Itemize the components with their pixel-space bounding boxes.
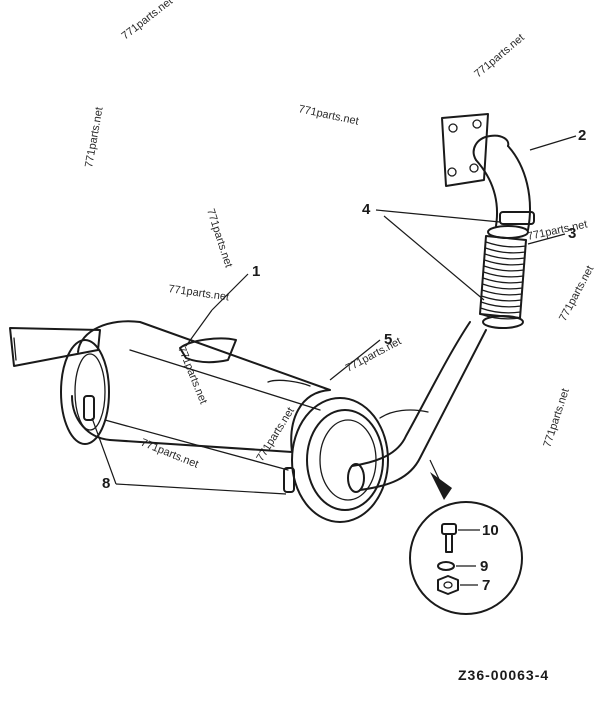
exhaust-flange bbox=[441, 113, 489, 187]
callout-10: 10 bbox=[482, 522, 499, 539]
bellows-rib bbox=[480, 301, 522, 308]
callout-7: 7 bbox=[482, 577, 490, 594]
callout-4: 4 bbox=[362, 201, 371, 218]
muffler-clamp-right bbox=[283, 467, 295, 493]
elbow-clamp bbox=[499, 211, 535, 225]
bellows-rib bbox=[479, 307, 522, 314]
bellows-rib bbox=[482, 277, 524, 284]
exhaust-pipe bbox=[347, 321, 487, 493]
watermark-layer: 771parts.net 771parts.net 771parts.net 7… bbox=[83, 0, 596, 471]
hardware-detail-view bbox=[409, 459, 523, 615]
bellows-rib bbox=[483, 259, 526, 266]
watermark-11: 771parts.net bbox=[175, 345, 209, 406]
callout-1: 1 bbox=[252, 263, 260, 280]
watermark-2: 771parts.net bbox=[472, 32, 527, 81]
callout-2: 2 bbox=[578, 127, 586, 144]
muffler-left-end-cap bbox=[60, 339, 110, 445]
bellows-rib bbox=[484, 247, 527, 254]
watermark-5: 771parts.net bbox=[204, 207, 234, 269]
exhaust-elbow bbox=[472, 134, 535, 231]
watermark-8: 771parts.net bbox=[557, 264, 596, 324]
flex-bellows bbox=[479, 225, 529, 329]
leader-lines bbox=[91, 135, 577, 495]
lock-washer bbox=[437, 561, 455, 571]
bellows-rib bbox=[484, 253, 526, 260]
watermark-7: 771parts.net bbox=[526, 218, 588, 242]
mounting-bracket bbox=[179, 337, 237, 364]
callout-5: 5 bbox=[384, 331, 392, 348]
muffler-right-end-cap bbox=[291, 397, 389, 523]
detail-pointer bbox=[430, 472, 452, 500]
bellows-rib bbox=[481, 289, 523, 296]
bolt-shank bbox=[445, 533, 453, 553]
bellows-rib bbox=[483, 265, 525, 272]
callout-9: 9 bbox=[480, 558, 488, 575]
nut bbox=[437, 575, 459, 595]
bellows-rib bbox=[485, 241, 527, 248]
bolt bbox=[441, 523, 457, 535]
bellows-upper-collar bbox=[487, 225, 529, 239]
watermark-6: 771parts.net bbox=[168, 283, 230, 303]
watermark-9: 771parts.net bbox=[541, 387, 571, 449]
muffler-clamp-left bbox=[83, 395, 95, 421]
bellows-lower-collar bbox=[482, 315, 524, 329]
watermark-10: 771parts.net bbox=[344, 335, 404, 374]
watermark-3: 771parts.net bbox=[83, 106, 105, 168]
bellows-rib bbox=[481, 283, 524, 290]
callout-labels: 2 4 3 1 5 8 10 9 7 bbox=[102, 127, 586, 594]
drawing-reference-code: Z36-00063-4 bbox=[458, 667, 549, 683]
watermark-4: 771parts.net bbox=[297, 103, 359, 127]
bellows-rib bbox=[482, 271, 525, 278]
bellows-rib bbox=[480, 295, 523, 302]
watermark-1: 771parts.net bbox=[119, 0, 175, 42]
callout-8: 8 bbox=[102, 475, 110, 492]
callout-3: 3 bbox=[568, 225, 576, 242]
muffler-body bbox=[60, 320, 429, 523]
tail-pipe bbox=[9, 327, 101, 367]
